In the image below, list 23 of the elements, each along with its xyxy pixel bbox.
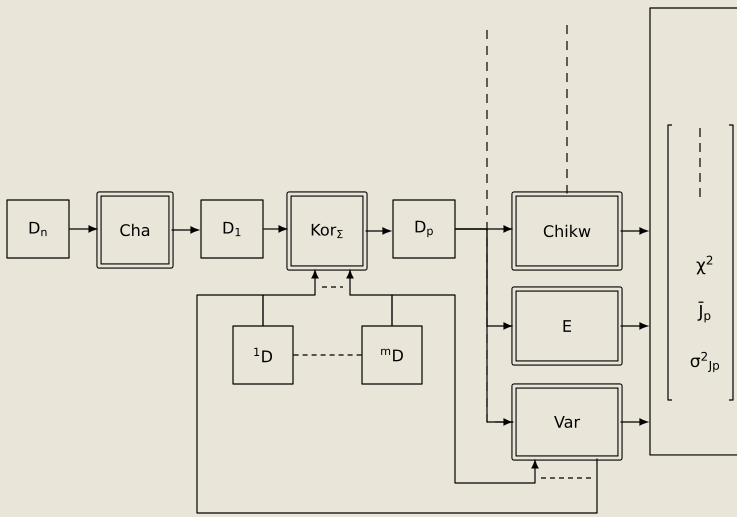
connector-arrow (620, 322, 648, 330)
double-block-box: Chikw (511, 191, 623, 271)
double-block-box: Var (511, 383, 623, 461)
math-symbol: J̄$_{p}$ (698, 302, 710, 322)
connector-arrow (70, 225, 97, 233)
block-box: D$_{p}$ (392, 199, 456, 259)
double-block-box: Cha (96, 191, 174, 269)
connector-arrow (366, 227, 391, 235)
connector-arrow (620, 227, 648, 235)
connector-arrow (264, 225, 287, 233)
double-block-box: Kor$_{Σ}$ (286, 191, 368, 271)
math-symbol: σ$^{2}$Jp (690, 352, 720, 372)
block-box: D$_{n}$ (6, 199, 70, 259)
connector-arrow (172, 226, 199, 234)
connector-arrow (391, 294, 539, 484)
connector-arrow (456, 228, 512, 426)
math-symbol: χ$^{2}$ (696, 256, 712, 274)
output-box (649, 7, 737, 456)
block-box: $^{1}$D (232, 325, 294, 385)
block-box: $^{m}$D (361, 325, 423, 385)
connector-arrow (620, 418, 648, 426)
double-block-box: E (511, 286, 623, 366)
block-box: D$_{1}$ (200, 199, 264, 259)
